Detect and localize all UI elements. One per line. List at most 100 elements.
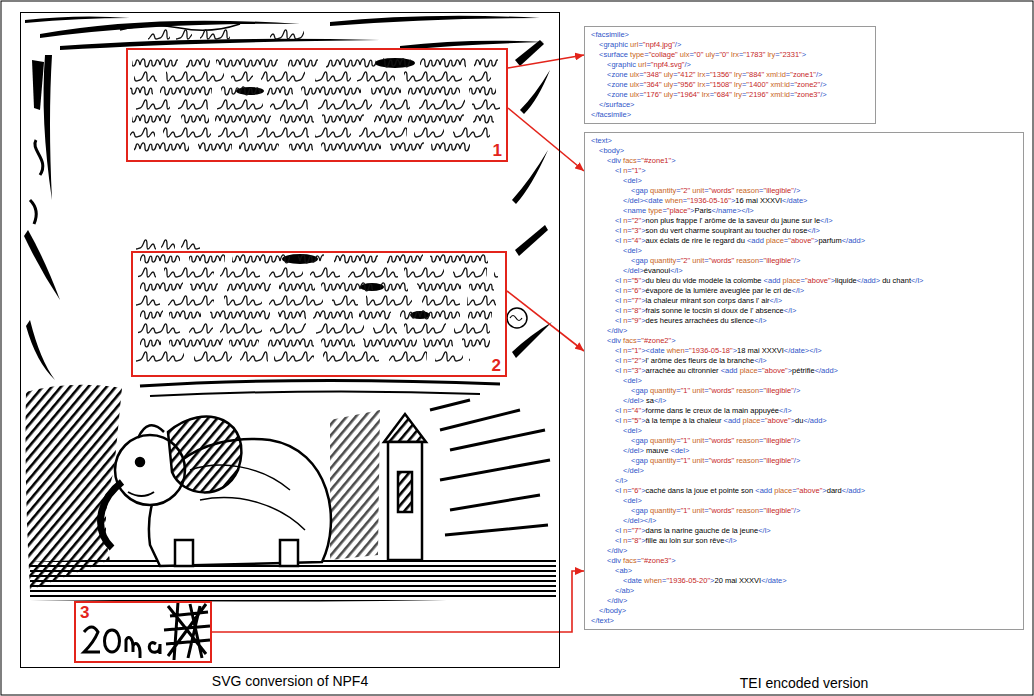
handwriting-lines-part (138, 266, 498, 280)
code-line: </del> sa</l> (623, 396, 666, 406)
pen-scrawls-part (140, 380, 500, 386)
elephant-figure-part (136, 458, 144, 466)
code-line: <del> (623, 426, 642, 436)
brush-strokes-part (26, 320, 55, 380)
handwriting-lines-part (136, 350, 470, 364)
hatching-part (26, 385, 123, 590)
handwriting-lines-part (140, 308, 492, 322)
connector-arrow (508, 55, 584, 68)
brush-strokes (24, 16, 552, 380)
elephant-figure-part (175, 540, 193, 566)
code-line: <graphic url="npf4.svg"/> (607, 60, 691, 70)
elephant-figure (101, 417, 331, 566)
zone3-writing-part (126, 638, 140, 658)
brush-strokes-part (24, 230, 60, 300)
code-line: <l n="7">dans la narine gauche de la jeu… (615, 526, 771, 536)
code-line: <l n="5">à la tempe à la chaleur <add pl… (615, 416, 827, 426)
pen-scrawls-part (35, 140, 43, 175)
code-line: <gap quantity="1" unit="words" reason="i… (631, 456, 800, 466)
brush-strokes-part (330, 16, 540, 26)
code-line: <l n="8">fille au loin sur son rêve</l> (615, 536, 737, 546)
code-line: </text> (591, 616, 614, 626)
code-line: <name type="place">Paris</name></l> (623, 206, 754, 216)
zone-box: 2 (131, 251, 507, 377)
code-line: <div facs="#zone2"> (607, 336, 676, 346)
code-line: <l n="6">caché dans la joue et pointe so… (615, 486, 865, 496)
code-line: <l n="9">des heures arrachées du silence… (615, 316, 767, 326)
connector-arrow (212, 571, 584, 632)
code-line: <l n="8">frais sonne le tocsin si doux d… (615, 306, 796, 316)
handwriting-lines-part (136, 98, 500, 112)
handwriting-lines-part (132, 112, 494, 126)
code-line: </facsimile> (591, 110, 631, 120)
code-line: <zone ulx="348" uly="412" lrx="1356" lry… (607, 70, 822, 80)
code-line: <gap quantity="2" unit="words" reason="i… (631, 186, 800, 196)
handwriting-lines-part (132, 56, 500, 70)
handwriting-lines-part (140, 336, 490, 350)
code-line: </del> mauve <del> (623, 446, 689, 456)
code-line: <l n="3">arrachée au citronnier <add pla… (615, 366, 838, 376)
code-line: <del> (623, 176, 642, 186)
pen-scrawls-part (507, 308, 527, 328)
pen-scrawls-part (510, 316, 522, 321)
code-line: <zone ulx="364" uly="956" lrx="1508" lry… (607, 80, 827, 90)
code-line: </body> (599, 606, 626, 616)
pen-scrawls-part (150, 391, 480, 396)
handwriting-lines-part (136, 294, 496, 308)
handwriting-lines-part (136, 238, 200, 252)
zone3-writing (84, 602, 210, 660)
brush-strokes-part (515, 225, 548, 256)
code-line: <del> (623, 376, 642, 386)
code-line: </div> (607, 546, 627, 556)
code-line: <l n="3">son du vert charme soupirant au… (615, 226, 820, 236)
code-line: <facsimile> (591, 30, 629, 40)
callout-number: 1 (491, 142, 504, 159)
code-line: <body> (599, 146, 624, 156)
handwriting-lines-part (140, 280, 494, 294)
code-line: <l n="4">aux éclats de rire le regard du… (615, 236, 865, 246)
code-box: <text><body><div facs="#zone1"><l n="1">… (584, 132, 1024, 630)
zone3-writing-part (149, 643, 160, 654)
hut-figure-part (388, 442, 422, 560)
pen-scrawls-part (430, 400, 550, 535)
hatching-part (330, 410, 380, 560)
zone3-writing-part (84, 627, 100, 652)
brush-strokes-part (44, 55, 52, 200)
zone-box: 3 (74, 601, 212, 663)
handwriting-lines-part (138, 322, 494, 336)
figure-caption: TEI encoded version (585, 675, 1023, 691)
zone3-writing-part (105, 630, 120, 652)
code-line: <l n="4">forme dans le creux de la main … (615, 406, 792, 416)
handwriting-lines-part (148, 28, 330, 42)
callout-number: 3 (78, 604, 91, 621)
code-box: <facsimile><graphic url="npf4.jpg"/><sur… (584, 26, 876, 124)
hut-figure (384, 414, 426, 560)
code-line: <ab> (615, 566, 632, 576)
elephant-figure-part (138, 425, 164, 438)
code-line: <l n="5">du bleu du vide modèle la colom… (615, 276, 923, 286)
code-line: <gap quantity="1" unit="words" reason="i… (631, 506, 800, 516)
code-line: <del> (623, 246, 642, 256)
code-line: </del> (623, 466, 644, 476)
code-line: <l n="2">non plus frappe l' arôme de la … (615, 216, 833, 226)
connector-arrow (508, 108, 584, 171)
code-line: <l n="1"><date when="1936-05-18">18 mai … (615, 346, 822, 356)
sketch-panel: SVG conversion of NPF4123 (20, 12, 560, 668)
code-line: <date when="1936-05-20">20 mai XXXVI</da… (623, 576, 787, 586)
code-line: </div> (607, 596, 627, 606)
code-line: </ab> (615, 586, 634, 596)
code-line: </div> (607, 326, 627, 336)
callout-number: 2 (490, 357, 503, 374)
code-line: <l n="6">évaporé de la lumière aveuglée … (615, 286, 804, 296)
code-line: <l n="1"> (615, 166, 646, 176)
connector-arrow (507, 291, 584, 351)
elephant-figure-part (280, 540, 298, 566)
hut-figure-part (398, 472, 412, 512)
zone-box: 1 (126, 48, 508, 162)
elephant-figure-part (101, 482, 122, 548)
handwriting-lines-part (134, 70, 498, 84)
code-line: </del></l> (623, 516, 656, 526)
hatching (26, 385, 557, 602)
elephant-figure-part (168, 417, 241, 493)
